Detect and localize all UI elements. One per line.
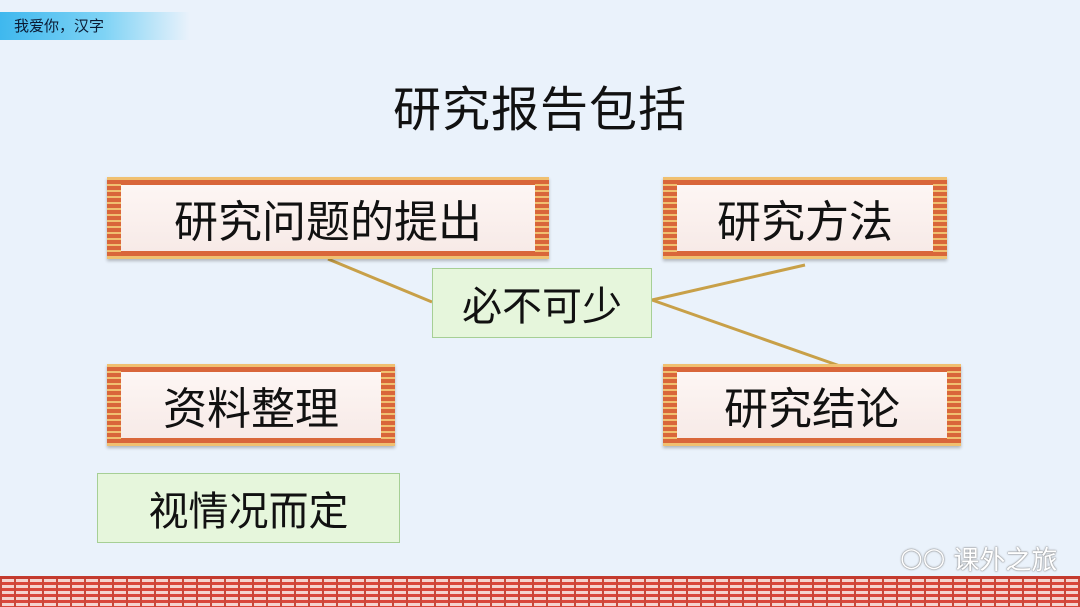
wechat-icon: ○○ [900, 543, 946, 573]
header-tag: 我爱你，汉字 [0, 12, 190, 40]
required-box: 必不可少 [432, 268, 652, 338]
connector-question [327, 257, 433, 304]
scroll-conclusion-label: 研究结论 [677, 372, 947, 438]
scroll-question-label: 研究问题的提出 [121, 185, 535, 251]
scroll-method-label: 研究方法 [677, 185, 933, 251]
scroll-material: 资料整理 [107, 364, 395, 446]
scroll-method: 研究方法 [663, 177, 947, 259]
slide-title: 研究报告包括 [392, 82, 687, 138]
scroll-conclusion: 研究结论 [663, 364, 961, 446]
scroll-material-label: 资料整理 [121, 372, 381, 438]
optional-box: 视情况而定 [97, 473, 400, 543]
footer-border [0, 576, 1080, 607]
watermark: ○○ 课外之旅 [900, 542, 1058, 576]
watermark-text: 课外之旅 [953, 545, 1058, 576]
connector-method [651, 263, 806, 302]
scroll-question: 研究问题的提出 [107, 177, 549, 259]
connector-conclusion [651, 298, 841, 368]
